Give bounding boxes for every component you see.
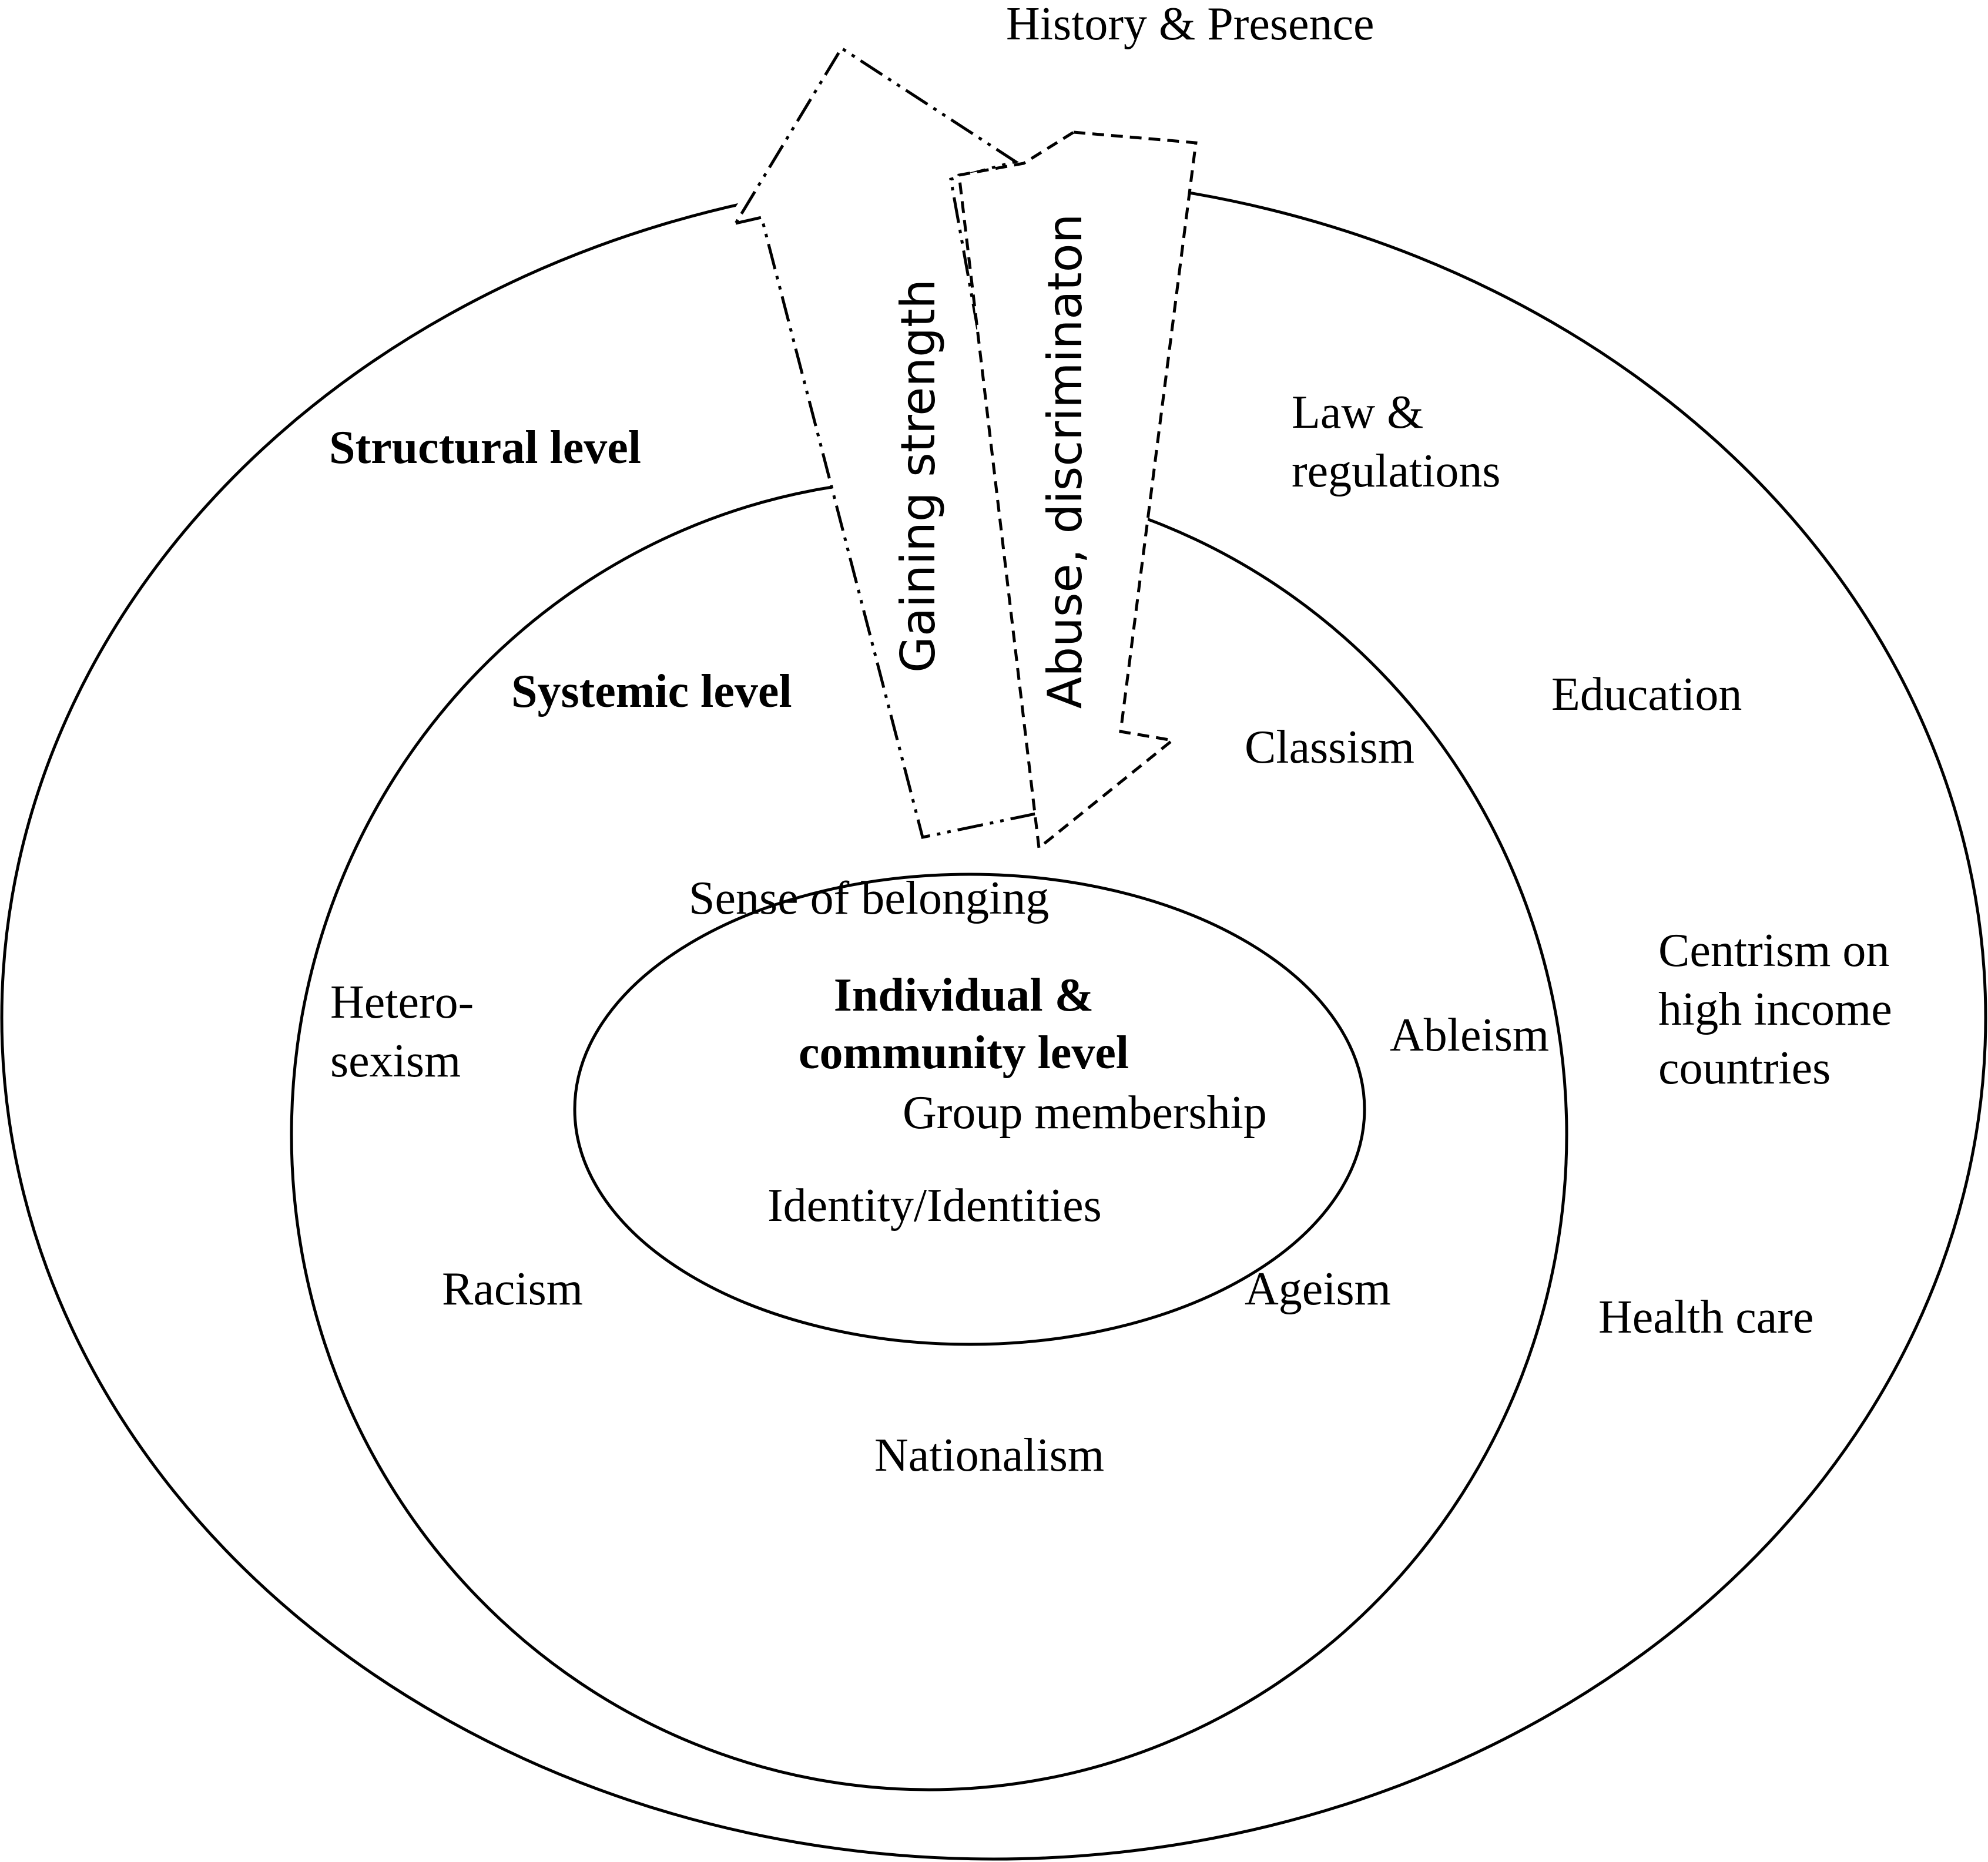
gaining-strength-label: Gaining strength xyxy=(891,279,946,673)
law-regulations-label-line1: Law & xyxy=(1292,387,1423,438)
gaining-strength-arrow xyxy=(732,46,1065,839)
history-presence-title: History & Presence xyxy=(1006,0,1374,50)
individual-level-ellipse xyxy=(573,873,1366,1346)
racism-label: Racism xyxy=(442,1263,583,1315)
heterosexism-label-line1: Hetero- xyxy=(330,977,474,1028)
individual-level-heading-line2: community level xyxy=(799,1027,1129,1079)
abuse-discrimination-arrow xyxy=(957,130,1198,851)
heterosexism-label-line2: sexism xyxy=(330,1035,461,1087)
centrism-label-line1: Centrism on xyxy=(1658,925,1889,977)
individual-level-heading-line1: Individual & xyxy=(834,969,1094,1021)
centrism-label-line3: countries xyxy=(1658,1042,1831,1094)
ageism-label: Ageism xyxy=(1245,1263,1391,1315)
health-care-label: Health care xyxy=(1598,1291,1813,1343)
structural-level-heading: Structural level xyxy=(329,422,641,474)
sense-of-belonging-label: Sense of belonging xyxy=(689,873,1049,924)
identity-label: Identity/Identities xyxy=(767,1180,1102,1232)
ableism-label: Ableism xyxy=(1390,1009,1549,1061)
systemic-level-heading: Systemic level xyxy=(511,666,792,717)
law-regulations-label-line2: regulations xyxy=(1292,445,1500,497)
classism-label: Classism xyxy=(1245,722,1414,773)
group-membership-label: Group membership xyxy=(903,1087,1267,1139)
abuse-discrimination-label: Abuse, discriminaton xyxy=(1038,214,1092,709)
education-label: Education xyxy=(1551,669,1742,720)
centrism-label-line2: high income xyxy=(1658,984,1892,1035)
nationalism-label: Nationalism xyxy=(874,1430,1104,1481)
